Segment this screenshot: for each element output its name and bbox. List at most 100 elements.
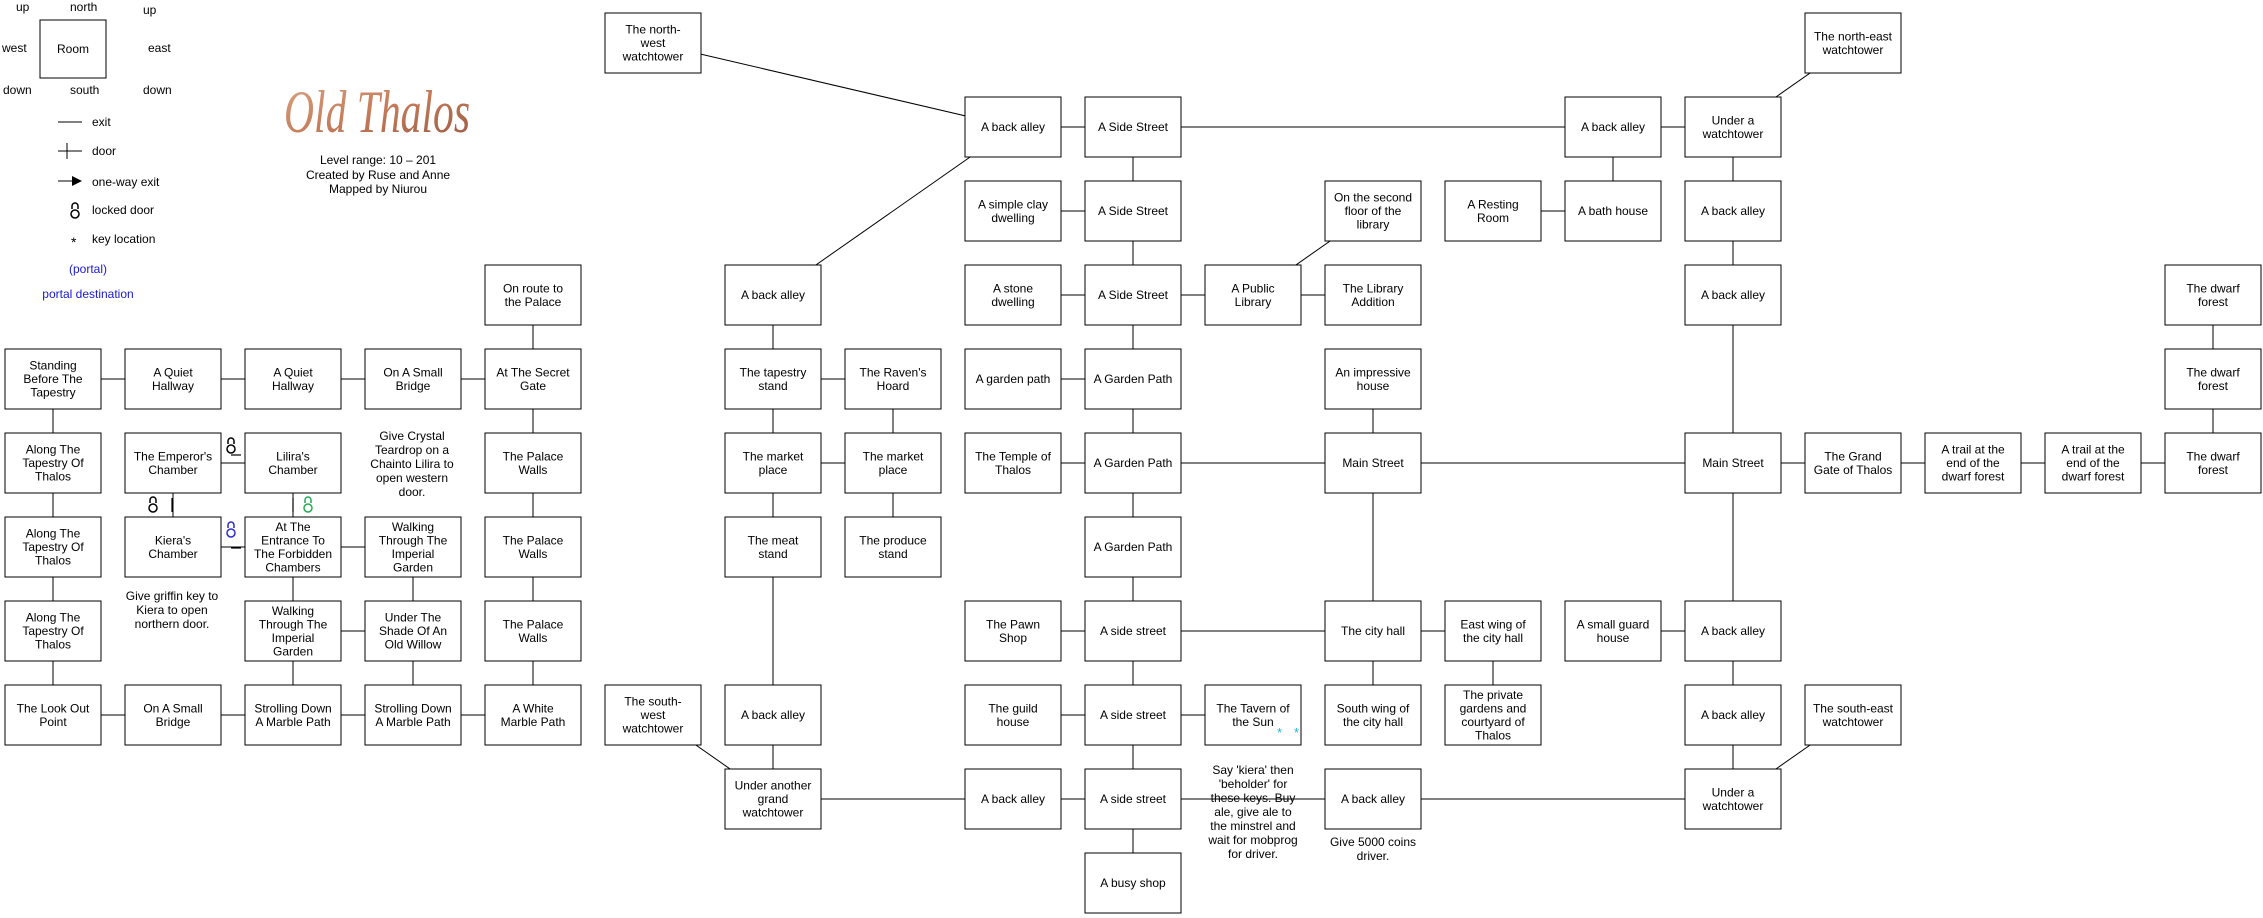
room-box bbox=[1084, 96, 1182, 158]
room-box bbox=[604, 12, 702, 74]
legend-up-nw: up bbox=[16, 0, 30, 14]
room-box bbox=[1084, 264, 1182, 326]
room-side-st-1: A Side Street bbox=[1084, 96, 1182, 158]
room-label-line: watchtower bbox=[622, 722, 684, 736]
room-label-line: Strolling Down bbox=[374, 701, 451, 715]
room-box bbox=[1564, 180, 1662, 242]
lock-icon bbox=[303, 496, 313, 513]
room-box bbox=[1324, 180, 1422, 242]
room-back-alley-e2: A back alley bbox=[1684, 264, 1782, 326]
room-label-line: Hallway bbox=[152, 379, 194, 393]
room-label-line: watchtower bbox=[1822, 43, 1884, 57]
room-label: A back alley bbox=[741, 288, 805, 302]
room-label-line: A stone bbox=[993, 281, 1033, 295]
room-label-line: Through The bbox=[259, 617, 328, 631]
legend-door-label: door bbox=[92, 144, 116, 158]
room-back-alley-e4: A back alley bbox=[1684, 684, 1782, 746]
lock-icon bbox=[226, 437, 236, 454]
room-bath: A bath house bbox=[1564, 180, 1662, 242]
room-label-line: Hallway bbox=[272, 379, 314, 393]
room-label-line: dwarf forest bbox=[1942, 470, 2005, 484]
room-label-line: Thalos bbox=[35, 470, 71, 484]
room-label-line: watchtower bbox=[622, 50, 684, 64]
room-box bbox=[724, 684, 822, 746]
room-label-line: dwarf forest bbox=[2062, 470, 2125, 484]
room-label-line: The dwarf bbox=[2186, 281, 2240, 295]
room-label-line: A back alley bbox=[1581, 120, 1645, 134]
room-box bbox=[484, 600, 582, 662]
room-label-line: Strolling Down bbox=[254, 701, 331, 715]
door-marks: ** bbox=[148, 437, 1299, 740]
room-label-line: A bath house bbox=[1578, 204, 1648, 218]
room-label-line: place bbox=[759, 463, 788, 477]
room-label: A Side Street bbox=[1098, 120, 1169, 134]
room-box bbox=[2164, 264, 2262, 326]
room-label: A back alley bbox=[1701, 624, 1765, 638]
note-line: northern door. bbox=[135, 617, 210, 631]
room-label: A back alley bbox=[741, 708, 805, 722]
room-box bbox=[1564, 600, 1662, 662]
asterisk-icon: * bbox=[1294, 725, 1299, 740]
room-box bbox=[964, 264, 1062, 326]
room-label-line: A Marble Path bbox=[255, 715, 330, 729]
room-label-line: An impressive bbox=[1335, 365, 1411, 379]
room-label-line: The south-east bbox=[1813, 701, 1894, 715]
room-label-line: end of the bbox=[1946, 456, 2000, 470]
room-box bbox=[364, 516, 462, 578]
map-creators: Created by Ruse and Anne bbox=[306, 168, 450, 182]
room-box bbox=[484, 516, 582, 578]
one-way-arrowhead-icon bbox=[72, 176, 82, 186]
room-label-line: A back alley bbox=[1701, 204, 1765, 218]
room-label-line: stand bbox=[878, 547, 907, 561]
room-box bbox=[604, 684, 702, 746]
legend-south: south bbox=[70, 83, 99, 97]
room-box bbox=[964, 96, 1062, 158]
note-line: Give Crystal bbox=[379, 429, 444, 443]
room-label-line: Chamber bbox=[148, 463, 197, 477]
room-box bbox=[1084, 180, 1182, 242]
room-label-line: Gate bbox=[520, 379, 546, 393]
room-label-line: Shade Of An bbox=[379, 624, 447, 638]
room-box bbox=[1324, 600, 1422, 662]
room-label-line: A side street bbox=[1100, 792, 1167, 806]
room-box bbox=[1324, 684, 1422, 746]
room-label-line: watchtower bbox=[742, 806, 804, 820]
room-box bbox=[364, 684, 462, 746]
room-box bbox=[4, 684, 102, 746]
room-label-line: On the second bbox=[1334, 191, 1412, 205]
room-label-line: On A Small bbox=[383, 365, 442, 379]
room-box bbox=[1804, 432, 1902, 494]
note-line: wait for mobprog bbox=[1207, 833, 1297, 847]
room-box bbox=[4, 432, 102, 494]
room-box bbox=[1684, 432, 1782, 494]
room-label: Main Street bbox=[1702, 456, 1764, 470]
room-box bbox=[1084, 768, 1182, 830]
room-label: A back alley bbox=[1701, 204, 1765, 218]
room-label-line: Garden bbox=[273, 644, 313, 658]
room-label-line: The Palace bbox=[503, 533, 564, 547]
room-back-alley-ne: A back alley bbox=[1564, 96, 1662, 158]
